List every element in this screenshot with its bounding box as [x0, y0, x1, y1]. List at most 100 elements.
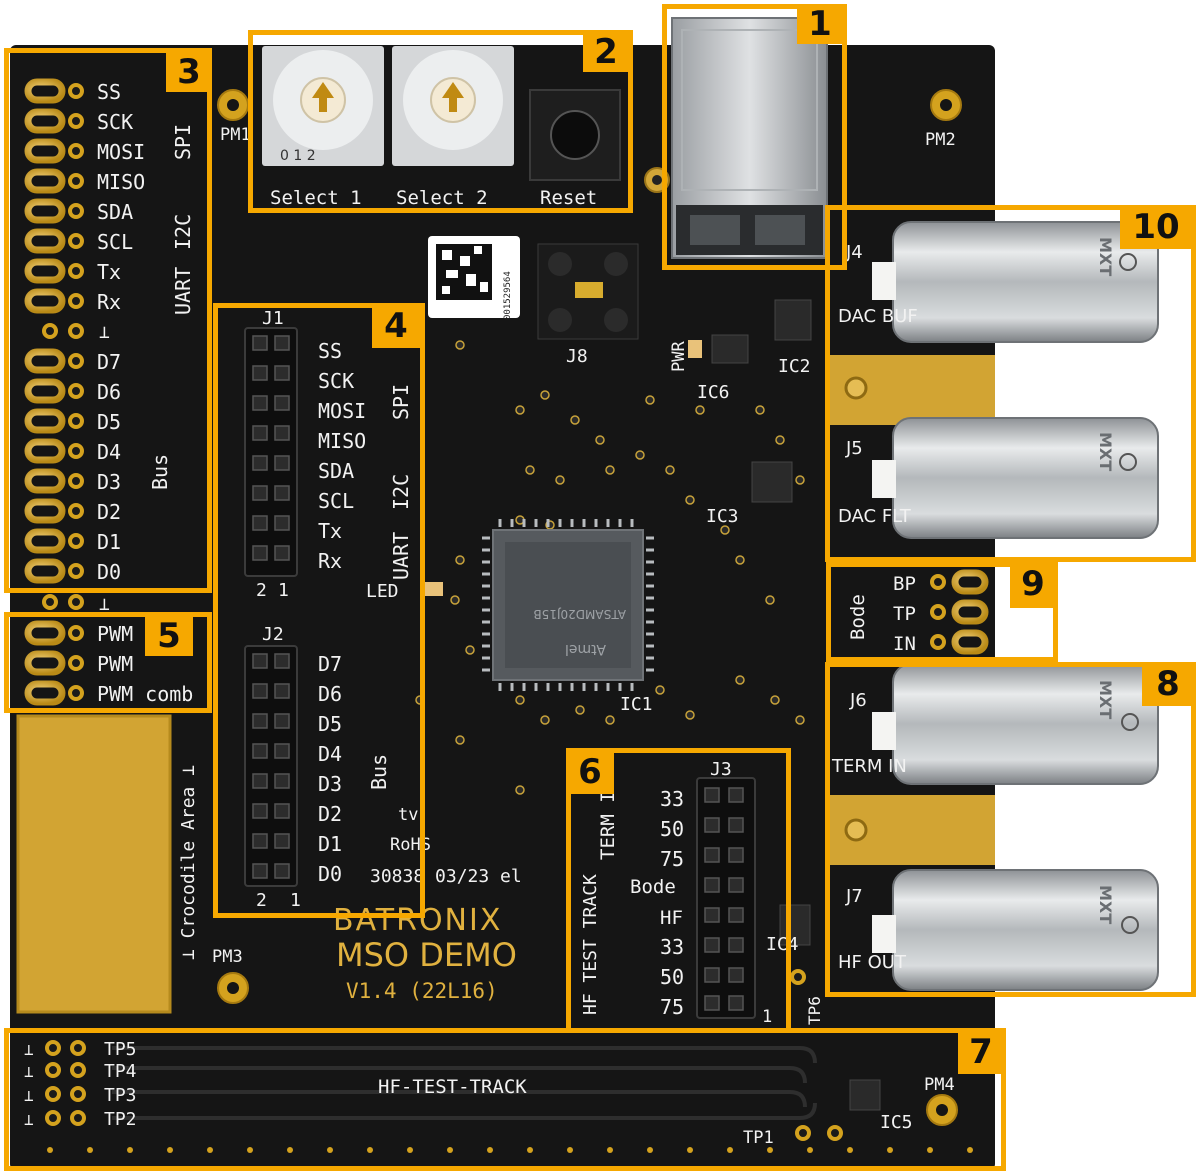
badge-4: 4	[372, 306, 420, 348]
datamatrix-label	[428, 236, 520, 318]
badge-2: 2	[583, 32, 629, 72]
bode-title: Bode	[847, 594, 869, 640]
crocodile-area-copper-edge	[16, 714, 172, 1014]
j3-term-50: 50	[660, 817, 684, 841]
j4-label: J4	[845, 242, 863, 263]
j2-pin-d1: D1	[318, 832, 342, 856]
ic2-chip	[774, 299, 812, 341]
z5-gnd: ⊥	[99, 594, 110, 615]
j1-group-i2c: I2C	[389, 474, 413, 510]
j1-pins	[252, 335, 290, 561]
hf-test-track-lines	[112, 1046, 817, 1120]
badge-5: 5	[145, 616, 193, 656]
bode-pads	[930, 569, 989, 655]
z3-pin-d7: D7	[97, 350, 121, 374]
bnc-j6	[872, 663, 1159, 785]
brand-logo: BATRONIX	[333, 903, 502, 938]
j7-label: J7	[845, 886, 863, 907]
j5-label: J5	[845, 438, 863, 459]
zone-7-outline	[4, 1028, 1006, 1171]
z3-pin-sda: SDA	[97, 200, 133, 224]
j2-pin-d6: D6	[318, 682, 342, 706]
ic1-label: IC1	[620, 694, 653, 715]
pwr-label: PWR	[669, 341, 689, 372]
j2-pin-d7: D7	[318, 652, 342, 676]
j3-hf-test-track: HF TEST TRACK	[580, 874, 601, 1015]
j8-label: J8	[566, 346, 588, 367]
z3-pin-gnd: ⊥	[99, 322, 110, 343]
j3-header	[696, 777, 756, 1019]
z3-pin-d4: D4	[97, 440, 121, 464]
bnc-brand-j4: MXT	[1096, 237, 1115, 276]
j2-pins	[252, 653, 290, 879]
reset-button	[529, 89, 621, 181]
z3-pin-rx: Rx	[97, 290, 121, 314]
mcu-chip	[492, 529, 644, 681]
tv-mark: tv	[398, 805, 418, 825]
select1-label: Select 1	[270, 187, 362, 209]
j6-desc: TERM IN	[831, 756, 907, 777]
ic6-chip	[711, 334, 749, 364]
pwm-pads	[24, 594, 84, 706]
badge-6: 6	[566, 752, 614, 794]
tp5-label: TP5	[104, 1039, 137, 1060]
hf-test-track-title: HF-TEST-TRACK	[378, 1076, 527, 1098]
bnc-j4	[872, 221, 1159, 343]
version-label: V1.4 (22L16)	[346, 979, 498, 1003]
bode-bp: BP	[893, 573, 916, 595]
ic5-label: IC5	[880, 1112, 913, 1133]
badge-10: 10	[1120, 207, 1192, 249]
led-label: LED	[366, 581, 399, 602]
j3-term-33: 33	[660, 787, 684, 811]
j1-pin-miso: MISO	[318, 429, 366, 453]
bode-tp: TP	[893, 603, 916, 625]
zone-9-outline	[826, 562, 1058, 662]
edge-dots	[47, 1147, 973, 1153]
j5-desc-1: DAC FLT	[838, 506, 912, 527]
zone-10-outline	[825, 205, 1196, 562]
j3-title: J3	[710, 759, 732, 780]
led-component	[425, 582, 443, 596]
z3-group-spi: SPI	[171, 124, 195, 160]
z5-pwm2: PWM	[97, 652, 133, 676]
left-edge-pads	[24, 78, 84, 584]
j1-pin-tx: Tx	[318, 519, 342, 543]
tp2-label: TP2	[104, 1109, 137, 1130]
reset-label: Reset	[540, 187, 597, 209]
tp3-label: TP3	[104, 1085, 137, 1106]
crocodile-label: ⊥ Crocodile Area ⊥	[178, 765, 199, 960]
badge-3: 3	[166, 52, 212, 92]
badge-9: 9	[1010, 564, 1056, 608]
zone-2-outline	[248, 30, 633, 213]
zone-3-outline	[4, 48, 212, 593]
z3-group-uart: UART	[171, 267, 195, 315]
j1-title: J1	[262, 308, 284, 329]
hex-digits-1: 0 1 2	[280, 148, 316, 164]
j1-index-1: 1	[278, 580, 289, 601]
j3-hf-50: 50	[660, 965, 684, 989]
j2-title: J2	[262, 624, 284, 645]
j3-pin1: 1	[762, 1007, 772, 1027]
mcu-pins	[482, 519, 654, 691]
j1-pin-rx: Rx	[318, 549, 342, 573]
j2-header	[244, 645, 298, 887]
j4-desc-1: DAC BUF	[838, 306, 918, 327]
j3-term-75: 75	[660, 847, 684, 871]
bnc-brand-j6: MXT	[1096, 680, 1115, 719]
ic2-label: IC2	[778, 356, 811, 377]
bnc-j7	[872, 869, 1159, 991]
rotary-switch-2	[392, 46, 514, 166]
j1-index-2: 2	[256, 580, 267, 601]
badge-8: 8	[1142, 664, 1194, 706]
badge-7: 7	[958, 1032, 1004, 1074]
z5-pwm3: PWM comb	[97, 682, 193, 706]
ic3-label: IC3	[706, 506, 739, 527]
crocodile-area-copper	[18, 716, 170, 1012]
j1-group-spi: SPI	[389, 384, 413, 420]
z3-pin-scl: SCL	[97, 230, 133, 254]
j2-pin-d4: D4	[318, 742, 342, 766]
j7-desc: HF OUT	[838, 952, 907, 973]
tp1-label: TP1	[743, 1128, 774, 1148]
j1-pin-scl: SCL	[318, 489, 354, 513]
